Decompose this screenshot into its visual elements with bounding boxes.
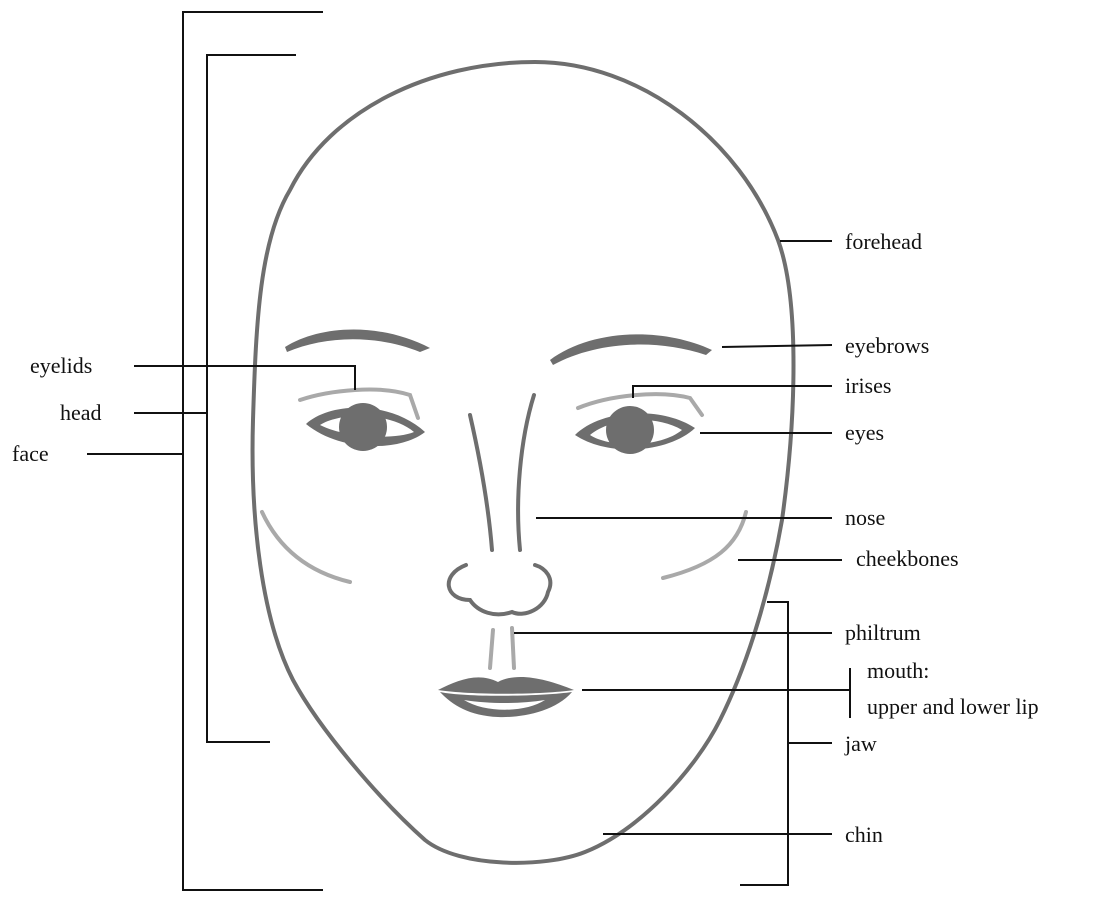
- label-cheekbones: cheekbones: [856, 546, 959, 571]
- label-philtrum: philtrum: [845, 620, 921, 645]
- head-outline: [253, 62, 794, 863]
- left-cheekbone: [262, 512, 350, 582]
- label-face: face: [12, 441, 49, 466]
- label-jaw: jaw: [844, 731, 877, 756]
- nose-right-line: [518, 395, 534, 550]
- right-eyebrow: [550, 334, 712, 365]
- left-eyebrow: [285, 329, 430, 352]
- label-eyes: eyes: [845, 420, 884, 445]
- label-lips: upper and lower lip: [867, 694, 1039, 719]
- right-cheekbone: [663, 512, 746, 578]
- philtrum-right: [512, 628, 514, 668]
- label-nose: nose: [845, 505, 885, 530]
- nose-tip: [449, 565, 551, 614]
- label-mouth: mouth:: [867, 658, 929, 683]
- label-eyebrows: eyebrows: [845, 333, 929, 358]
- label-eyelids: eyelids: [30, 353, 92, 378]
- label-head: head: [60, 400, 102, 425]
- philtrum-left: [490, 630, 493, 668]
- label-chin: chin: [845, 822, 883, 847]
- right-iris: [606, 406, 654, 454]
- head-bracket: [207, 55, 296, 742]
- left-iris: [339, 403, 387, 451]
- labels: forehead eyebrows irises eyes nose cheek…: [12, 229, 1039, 847]
- brackets: [183, 12, 850, 890]
- eyelids-leader: [134, 366, 355, 390]
- nose-left-line: [470, 415, 492, 550]
- face-illustration: [253, 62, 794, 863]
- upper-lip: [438, 677, 574, 694]
- lower-lip: [440, 692, 572, 717]
- eyebrows-leader: [722, 345, 832, 347]
- label-forehead: forehead: [845, 229, 922, 254]
- jaw-bracket: [740, 602, 788, 885]
- label-irises: irises: [845, 373, 891, 398]
